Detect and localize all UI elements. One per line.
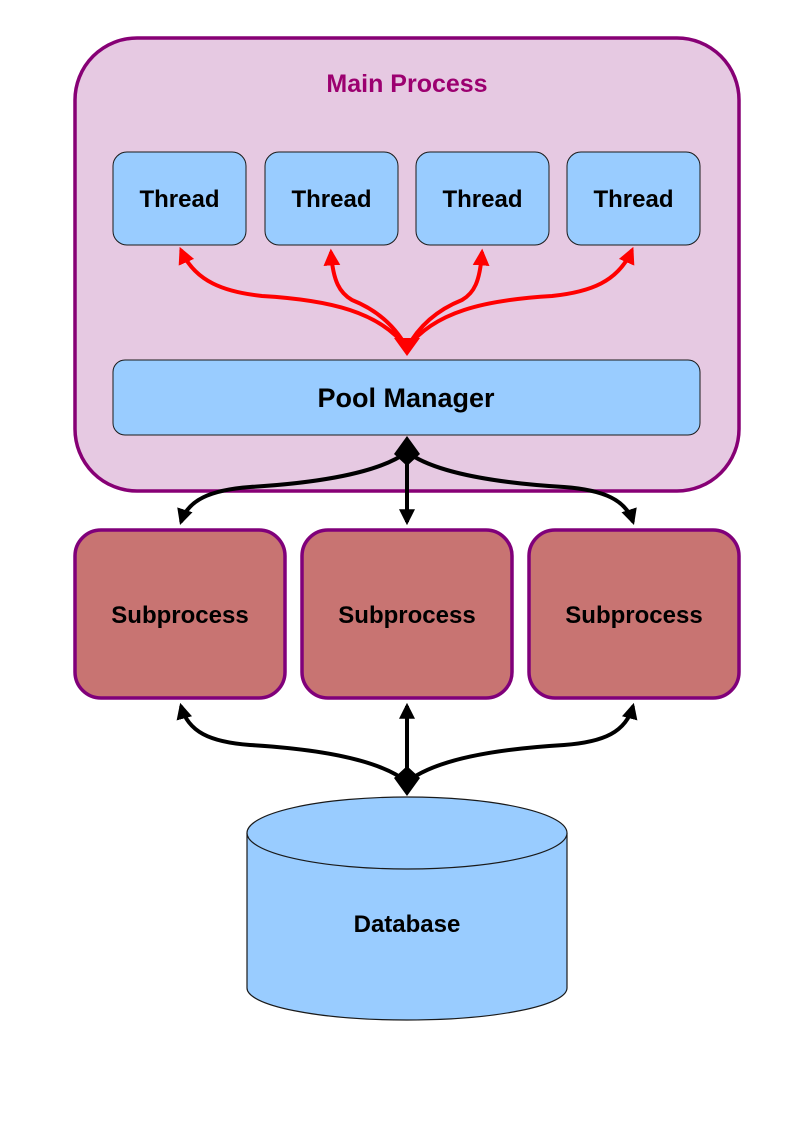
arrow-to-thread-4 bbox=[405, 246, 635, 350]
subprocess-arrows bbox=[177, 436, 637, 526]
subprocess-row: Subprocess Subprocess Subprocess bbox=[73, 528, 741, 700]
pool-manager-connector-tip bbox=[394, 436, 420, 466]
thread-label: Thread bbox=[291, 186, 371, 213]
arrow-to-thread-2 bbox=[323, 248, 409, 349]
arrow-pool-to-subprocess-3 bbox=[405, 450, 637, 526]
database: Database bbox=[246, 796, 568, 1021]
pool-manager: Pool Manager bbox=[112, 359, 701, 436]
thread-label: Thread bbox=[139, 186, 219, 213]
database-cylinder-body bbox=[246, 833, 568, 1021]
subprocess-box-1: Subprocess bbox=[73, 528, 287, 700]
thread-box-3: Thread bbox=[415, 151, 550, 246]
database-label: Database bbox=[354, 911, 461, 938]
pool-manager-arrow-tip bbox=[394, 338, 420, 356]
arrow-subprocess-3-to-db bbox=[405, 702, 638, 784]
thread-label: Thread bbox=[593, 186, 673, 213]
arrow-subprocess-1-to-db bbox=[176, 702, 409, 784]
subprocess-label: Subprocess bbox=[338, 602, 475, 629]
arrow-pool-to-subprocess-1 bbox=[177, 450, 409, 526]
subprocess-box-2: Subprocess bbox=[300, 528, 514, 700]
subprocess-box-3: Subprocess bbox=[527, 528, 741, 700]
thread-box-1: Thread bbox=[112, 151, 247, 246]
thread-row: Thread Thread Thread Thread bbox=[112, 151, 701, 246]
pool-manager-box bbox=[112, 359, 701, 436]
pool-manager-label: Pool Manager bbox=[317, 383, 495, 413]
thread-label: Thread bbox=[442, 186, 522, 213]
subprocess-label: Subprocess bbox=[111, 602, 248, 629]
subprocess-label: Subprocess bbox=[565, 602, 702, 629]
thread-box-2: Thread bbox=[264, 151, 399, 246]
thread-box-4: Thread bbox=[566, 151, 701, 246]
database-connector-tip bbox=[394, 766, 420, 796]
main-process-title: Main Process bbox=[326, 70, 487, 98]
database-arrows bbox=[176, 702, 638, 796]
database-cylinder-top bbox=[246, 796, 568, 870]
arrow-to-thread-3 bbox=[405, 248, 490, 349]
thread-arrows bbox=[178, 246, 635, 356]
arrow-to-thread-1 bbox=[178, 246, 409, 350]
